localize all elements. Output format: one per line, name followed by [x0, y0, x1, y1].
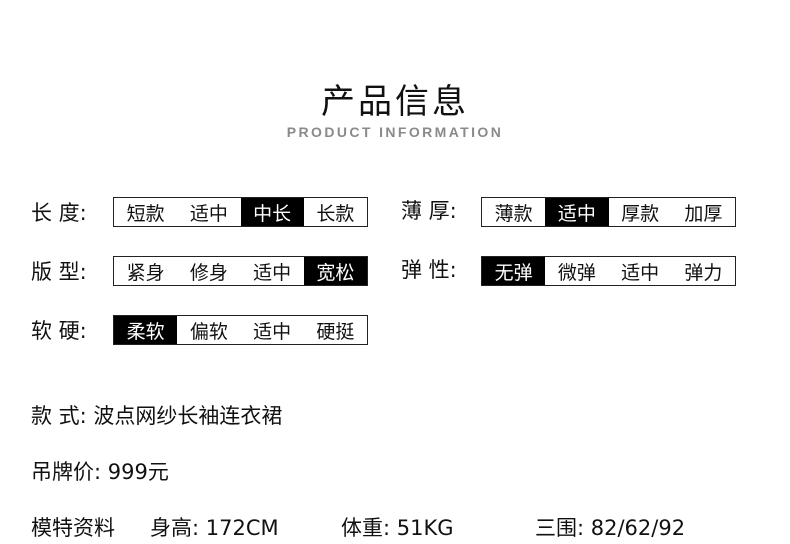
- elasticity-option: 适中: [621, 261, 660, 284]
- model-height: 身高: 172CM: [150, 516, 279, 540]
- attribute-fit-label: 版 型:: [31, 260, 87, 284]
- fit-options: 紧身 修身 适中 宽松: [113, 256, 368, 286]
- attribute-length-label: 长 度:: [31, 201, 87, 225]
- thickness-option: 适中: [545, 198, 609, 226]
- attribute-softness: 软 硬:: [31, 315, 87, 345]
- model-label: 模特资料: [31, 516, 115, 540]
- attribute-thickness: 薄 厚:: [401, 195, 457, 225]
- length-option: 中长: [240, 198, 304, 226]
- length-option: 短款: [126, 202, 165, 225]
- model-weight: 体重: 51KG: [341, 516, 454, 540]
- attribute-elasticity: 弹 性:: [401, 254, 457, 284]
- attribute-softness-label: 软 硬:: [31, 319, 87, 343]
- elasticity-option: 无弹: [482, 257, 546, 285]
- attribute-thickness-label: 薄 厚:: [401, 199, 457, 223]
- softness-option: 适中: [253, 320, 292, 343]
- attribute-elasticity-label: 弹 性:: [401, 258, 457, 282]
- elasticity-options: 无弹 微弹 适中 弹力: [481, 256, 736, 286]
- style-info: 款 式: 波点网纱长袖连衣裙: [31, 404, 283, 428]
- thickness-option: 厚款: [621, 202, 660, 225]
- page-title: 产品信息: [321, 82, 469, 122]
- thickness-option: 加厚: [684, 202, 723, 225]
- fit-option: 宽松: [303, 257, 367, 285]
- elasticity-option: 微弹: [557, 261, 596, 284]
- page-subtitle: PRODUCT INFORMATION: [286, 124, 504, 140]
- softness-option: 硬挺: [316, 320, 355, 343]
- softness-option: 柔软: [114, 316, 178, 344]
- fit-option: 紧身: [126, 261, 165, 284]
- attribute-fit: 版 型:: [31, 256, 87, 286]
- length-options: 短款 适中 中长 长款: [113, 197, 368, 227]
- softness-options: 柔软 偏软 适中 硬挺: [113, 315, 368, 345]
- price-info: 吊牌价: 999元: [31, 460, 169, 484]
- softness-option: 偏软: [189, 320, 228, 343]
- thickness-option: 薄款: [494, 202, 533, 225]
- elasticity-option: 弹力: [684, 261, 723, 284]
- length-option: 适中: [189, 202, 228, 225]
- thickness-options: 薄款 适中 厚款 加厚: [481, 197, 736, 227]
- fit-option: 修身: [189, 261, 228, 284]
- attribute-length: 长 度:: [31, 197, 87, 227]
- fit-option: 适中: [253, 261, 292, 284]
- model-measurements: 三围: 82/62/92: [535, 516, 686, 540]
- length-option: 长款: [316, 202, 355, 225]
